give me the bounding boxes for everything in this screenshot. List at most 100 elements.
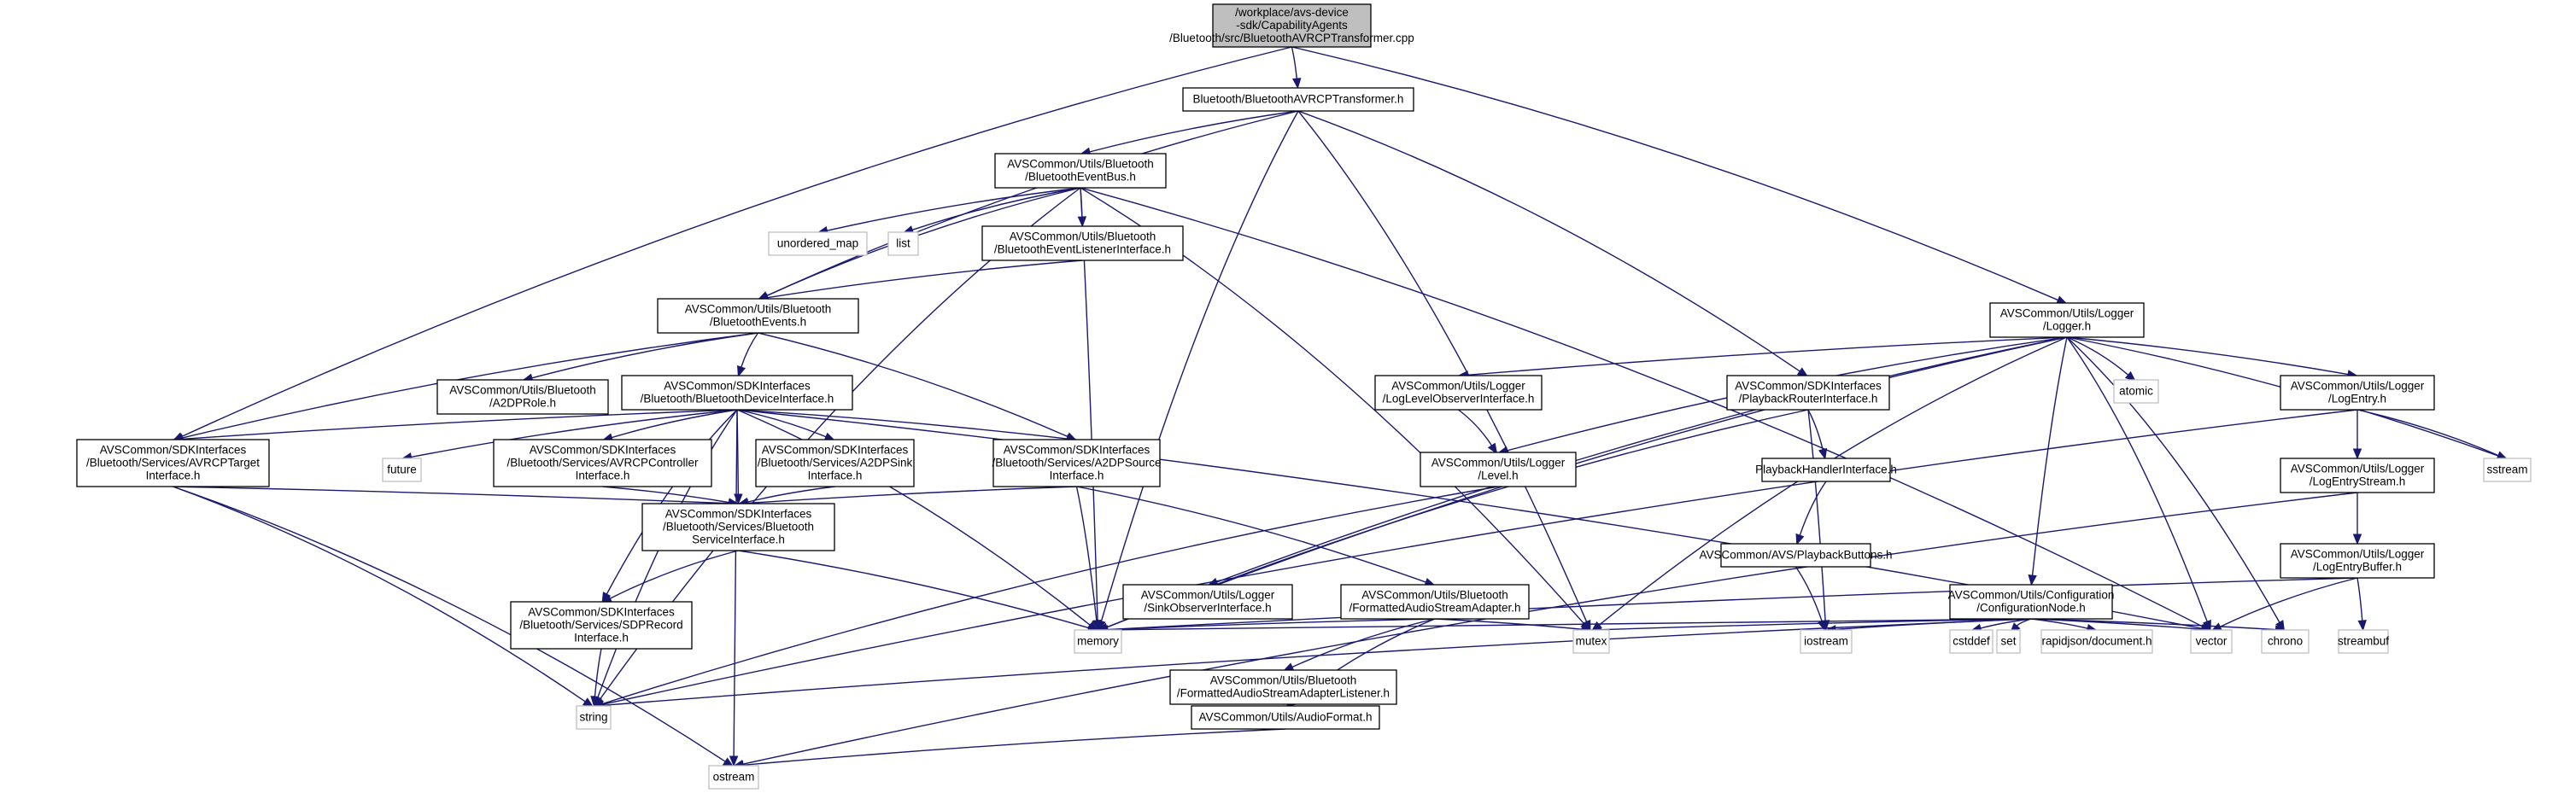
edge-line — [766, 110, 1299, 297]
edge-line — [1076, 486, 1426, 583]
node-label: AVSCommon/Utils/Bluetooth — [449, 384, 596, 397]
graph-node-logEntry[interactable]: AVSCommon/Utils/Logger/LogEntry.h — [2280, 375, 2435, 411]
edge-events-to-deviceIf — [737, 332, 759, 377]
edge-logLevelObs-to-levelH — [1458, 409, 1498, 455]
node-label: /ConfigurationNode.h — [1976, 602, 2086, 615]
graph-node-streambuf: streambuf — [2338, 629, 2389, 654]
edge-eventBus-to-vector — [1080, 187, 2212, 632]
edge-line — [1297, 110, 1588, 622]
node-label: /Level.h — [1478, 469, 1518, 482]
graph-node-sstream: sstream — [2483, 458, 2532, 482]
graph-node-audioFormat[interactable]: AVSCommon/Utils/AudioFormat.h — [1191, 705, 1380, 730]
node-label: future — [387, 464, 417, 476]
graph-node-logEntryStream[interactable]: AVSCommon/Utils/Logger/LogEntryStream.h — [2280, 458, 2435, 493]
node-label: ostream — [713, 771, 755, 784]
edge-line — [2066, 336, 2280, 623]
edge-logEntryBuffer-to-streambuf — [2356, 577, 2367, 632]
edge-root-to-avrcpTransformer — [1291, 46, 1302, 90]
arrowhead-icon — [1795, 533, 1805, 545]
node-box — [2190, 629, 2233, 654]
graph-node-logLevelObs[interactable]: AVSCommon/Utils/Logger/LogLevelObserverI… — [1374, 375, 1543, 411]
graph-node-fasa[interactable]: AVSCommon/Utils/Bluetooth/FormattedAudio… — [1340, 584, 1530, 620]
graph-node-logEntryBuffer[interactable]: AVSCommon/Utils/Logger/LogEntryBuffer.h — [2280, 543, 2435, 579]
edge-line — [742, 728, 1286, 766]
edge-line — [2356, 577, 2363, 621]
graph-node-serviceIf[interactable]: AVSCommon/SDKInterfaces/Bluetooth/Servic… — [641, 503, 835, 551]
arrowhead-icon — [2352, 448, 2362, 460]
edge-line — [1297, 110, 1800, 372]
edge-line — [747, 486, 835, 503]
graph-node-a2dpRole[interactable]: AVSCommon/Utils/Bluetooth/A2DPRole.h — [436, 379, 609, 415]
node-box — [768, 231, 868, 256]
edge-line — [182, 332, 758, 439]
edge-logEntryStream-to-logEntryBuffer — [2352, 492, 2362, 545]
graph-node-avrcpTarget[interactable]: AVSCommon/SDKInterfaces/Bluetooth/Servic… — [76, 439, 270, 487]
node-box — [1212, 3, 1372, 48]
node-label: /Bluetooth/Services/A2DPSource — [992, 457, 1161, 469]
node-label: /FormattedAudioStreamAdapter.h — [1349, 602, 1520, 615]
graph-node-list: list — [887, 231, 919, 256]
graph-node-events[interactable]: AVSCommon/Utils/Bluetooth/BluetoothEvent… — [657, 298, 859, 334]
node-label: AVSCommon/Utils/Bluetooth — [1007, 158, 1154, 171]
graph-node-avrcpTransformer[interactable]: Bluetooth/BluetoothAVRCPTransformer.h — [1182, 87, 1414, 112]
arrowhead-icon — [1818, 447, 1828, 460]
edge-line — [1434, 618, 1583, 630]
edge-sdpRecord-to-string — [590, 648, 602, 708]
graph-node-playbackButtons[interactable]: AVSCommon/AVS/PlaybackButtons.h — [1699, 543, 1893, 568]
edge-line — [606, 409, 738, 595]
graph-node-playbackHandler[interactable]: PlaybackHandlerInterface.h — [1755, 458, 1897, 482]
graph-node-ostream: ostream — [708, 765, 759, 790]
edge-line — [531, 332, 758, 379]
node-label: /Logger.h — [2043, 320, 2091, 333]
graph-node-sinkObs[interactable]: AVSCommon/Utils/Logger/SinkObserverInter… — [1122, 584, 1293, 620]
arrowhead-icon — [2352, 534, 2362, 545]
edge-line — [911, 187, 1081, 230]
edge-line — [827, 187, 1081, 231]
node-layer: /workplace/avs-device-sdk/CapabilityAgen… — [76, 3, 2532, 790]
graph-node-fasaListener[interactable]: AVSCommon/Utils/Bluetooth/FormattedAudio… — [1169, 669, 1397, 705]
graph-node-string: string — [576, 705, 612, 730]
node-label: Interface.h — [146, 469, 201, 482]
node-label: /A2DPRole.h — [489, 397, 556, 410]
node-label: ServiceInterface.h — [692, 534, 785, 546]
graph-node-root[interactable]: /workplace/avs-device-sdk/CapabilityAgen… — [1169, 3, 1414, 48]
node-label: /SinkObserverInterface.h — [1144, 602, 1271, 615]
graph-node-eventListener[interactable]: AVSCommon/Utils/Bluetooth/BluetoothEvent… — [981, 225, 1184, 261]
edge-line — [181, 46, 1292, 437]
graph-node-deviceIf[interactable]: AVSCommon/SDKInterfaces/Bluetooth/Blueto… — [621, 375, 853, 411]
graph-node-playbackRouter[interactable]: AVSCommon/SDKInterfaces/PlaybackRouterIn… — [1726, 375, 1890, 411]
graph-node-a2dpSource[interactable]: AVSCommon/SDKInterfaces/Bluetooth/Servic… — [992, 439, 1162, 487]
node-label: AVSCommon/Utils/Bluetooth — [1361, 589, 1508, 602]
node-label: Interface.h — [574, 632, 629, 644]
graph-node-vector: vector — [2190, 629, 2233, 654]
node-box — [708, 765, 759, 790]
graph-node-levelH[interactable]: AVSCommon/Utils/Logger/Level.h — [1420, 452, 1577, 487]
edge-line — [1216, 336, 2068, 583]
graph-node-iostream: iostream — [1800, 629, 1853, 654]
node-label: string — [579, 711, 607, 724]
node-label: Interface.h — [808, 469, 863, 482]
node-box — [1074, 629, 1122, 654]
graph-node-sdpRecord[interactable]: AVSCommon/SDKInterfaces/Bluetooth/Servic… — [510, 601, 693, 650]
node-label: /Bluetooth/Services/AVRCPTarget — [86, 457, 260, 469]
edge-line — [1467, 336, 2068, 376]
graph-node-configNode[interactable]: AVSCommon/Utils/Configuration/Configurat… — [1948, 584, 2115, 620]
graph-node-cstddef: cstddef — [1949, 629, 1993, 654]
node-box — [493, 439, 712, 487]
node-label: AVSCommon/SDKInterfaces — [664, 380, 811, 393]
graph-node-eventBus[interactable]: AVSCommon/Utils/Bluetooth/BluetoothEvent… — [994, 153, 1167, 189]
graph-node-avrcpController[interactable]: AVSCommon/SDKInterfaces/Bluetooth/Servic… — [493, 439, 712, 487]
edge-serviceIf-to-sdpRecord — [600, 550, 739, 603]
arrowhead-icon — [2357, 620, 2367, 632]
edge-a2dpSource-to-memory — [1075, 486, 1102, 632]
node-label: Bluetooth/BluetoothAVRCPTransformer.h — [1193, 93, 1404, 106]
edge-line — [758, 332, 1068, 438]
node-label: vector — [2196, 635, 2228, 648]
edge-playbackRouter-to-playbackHandler — [1807, 409, 1828, 460]
node-label: AVSCommon/Utils/Logger — [1431, 457, 1566, 469]
graph-node-a2dpSink[interactable]: AVSCommon/SDKInterfaces/Bluetooth/Servic… — [755, 439, 915, 487]
node-box — [1949, 629, 1993, 654]
graph-node-loggerH[interactable]: AVSCommon/Utils/Logger/Logger.h — [1989, 302, 2145, 338]
edge-line — [733, 409, 738, 757]
